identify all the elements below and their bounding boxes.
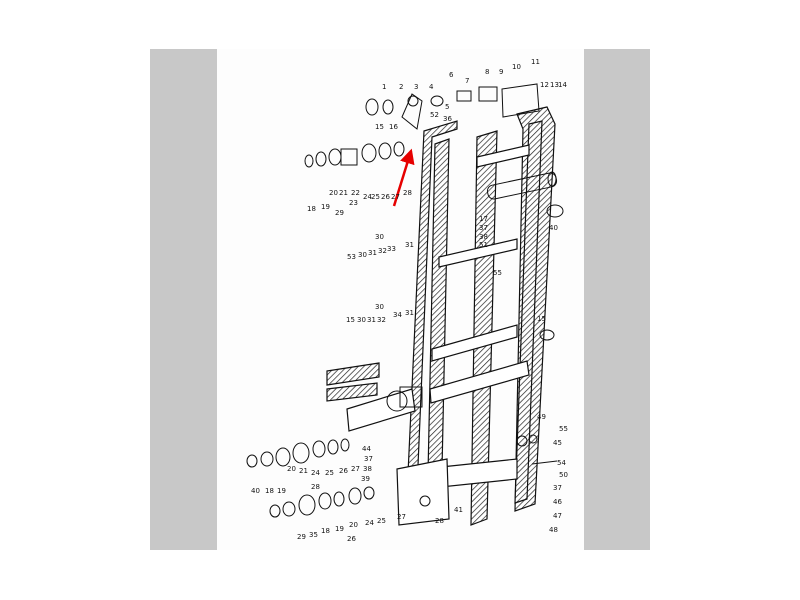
callout-label: 7: [465, 77, 469, 85]
callout-label: 14: [558, 81, 567, 89]
roller-stack-upper: [304, 141, 405, 168]
callout-label: 4: [429, 83, 434, 91]
callout-label: 39: [361, 475, 370, 483]
roller-stack-bottom: [269, 486, 375, 518]
callout-label: 45: [553, 439, 562, 447]
callout-label: 16: [389, 123, 398, 131]
callout-label: 37: [479, 224, 488, 232]
callout-label: 30: [375, 233, 384, 241]
callout-label: 27: [351, 465, 360, 473]
callout-label: 54: [557, 459, 566, 467]
exploded-parts-top: [365, 83, 540, 130]
callout-label: 46: [553, 498, 562, 506]
callout-label: 22: [351, 189, 360, 197]
callout-label: 24: [365, 519, 374, 527]
callout-label: 17: [479, 215, 488, 223]
callout-label: 29: [335, 209, 344, 217]
callout-label: 35: [309, 531, 318, 539]
callout-label: 10: [512, 63, 521, 71]
red-pointer-arrow: [392, 148, 415, 207]
callout-label: 52: [430, 111, 439, 119]
callout-label: 33: [387, 245, 396, 253]
callout-label: 31: [405, 241, 414, 249]
callout-label: 11: [531, 58, 540, 66]
callout-label: 5: [445, 103, 449, 111]
callout-label: 37: [364, 455, 373, 463]
callout-label: 29: [297, 533, 306, 541]
callout-label: 28: [403, 189, 412, 197]
callout-label: 9: [499, 68, 503, 76]
callout-label: 18: [307, 205, 316, 213]
callout-label: 53: [347, 253, 356, 261]
callout-label: 28: [435, 517, 444, 525]
callout-label: 25: [371, 193, 380, 201]
callout-label: 15: [375, 123, 384, 131]
callout-label: 23: [349, 199, 358, 207]
callout-label: 8: [485, 68, 489, 76]
callout-label: 26: [347, 535, 356, 543]
callout-label: 50: [559, 471, 568, 479]
right-gray-panel: [584, 49, 650, 550]
callout-label: 18: [321, 527, 330, 535]
left-gray-panel: [150, 49, 217, 550]
carriage-assembly: [326, 362, 450, 526]
callout-label: 21: [339, 189, 348, 197]
callout-label: 32: [378, 247, 387, 255]
callout-label: 36: [443, 115, 452, 123]
callout-label: 19: [277, 487, 286, 495]
callout-label: 19: [321, 203, 330, 211]
callout-label: 20: [329, 189, 338, 197]
callout-label: 41: [454, 506, 463, 514]
callout-label: 15: [537, 315, 546, 323]
callout-label: 30: [375, 303, 384, 311]
callout-label: 31: [368, 249, 377, 257]
callout-label: 2: [399, 83, 403, 91]
callout-label: 27: [391, 193, 400, 201]
callout-label: 47: [553, 512, 562, 520]
callout-label: 1: [382, 83, 386, 91]
callout-label: 38: [363, 465, 372, 473]
outer-mast-frame: [406, 106, 556, 526]
callout-label: 49: [537, 413, 546, 421]
callout-label: 32: [377, 316, 386, 324]
callout-label: 6: [449, 71, 454, 79]
callout-label: 28: [311, 483, 320, 491]
callout-label: 26: [381, 193, 390, 201]
roller-stack-lower: [246, 438, 350, 468]
callout-label: 25: [377, 517, 386, 525]
callout-label: 43: [217, 49, 226, 51]
callout-label: 20: [287, 465, 296, 473]
callout-label: 13: [550, 81, 559, 89]
callout-label: 30: [358, 251, 367, 259]
callout-label: 15: [346, 316, 355, 324]
callout-label: 19: [335, 525, 344, 533]
callout-label: 3: [414, 83, 418, 91]
callout-label: 25: [325, 469, 334, 477]
callout-label: 44: [362, 445, 371, 453]
callout-label: 55: [493, 269, 502, 277]
callout-label: 37: [553, 484, 562, 492]
callout-label: 12: [540, 81, 549, 89]
callout-label: 31: [367, 316, 376, 324]
callout-label: 24: [311, 469, 320, 477]
callout-label: 21: [299, 467, 308, 475]
callout-label: 31: [405, 309, 414, 317]
callout-label: 40: [549, 224, 558, 232]
callout-label: 24: [363, 193, 372, 201]
callout-label: 48: [549, 526, 558, 534]
callout-label: 18: [265, 487, 274, 495]
callout-label: 55: [559, 425, 568, 433]
callout-label: 51: [479, 241, 488, 249]
callout-label: 40: [251, 487, 260, 495]
callout-label: 20: [349, 521, 358, 529]
top-cylinder: [486, 171, 558, 200]
right-side-parts: [516, 204, 564, 465]
callout-label: 27: [397, 513, 406, 521]
callout-label: 26: [339, 467, 348, 475]
callout-label: 34: [393, 311, 402, 319]
callout-label: 30: [357, 316, 366, 324]
callout-label: 38: [479, 233, 488, 241]
